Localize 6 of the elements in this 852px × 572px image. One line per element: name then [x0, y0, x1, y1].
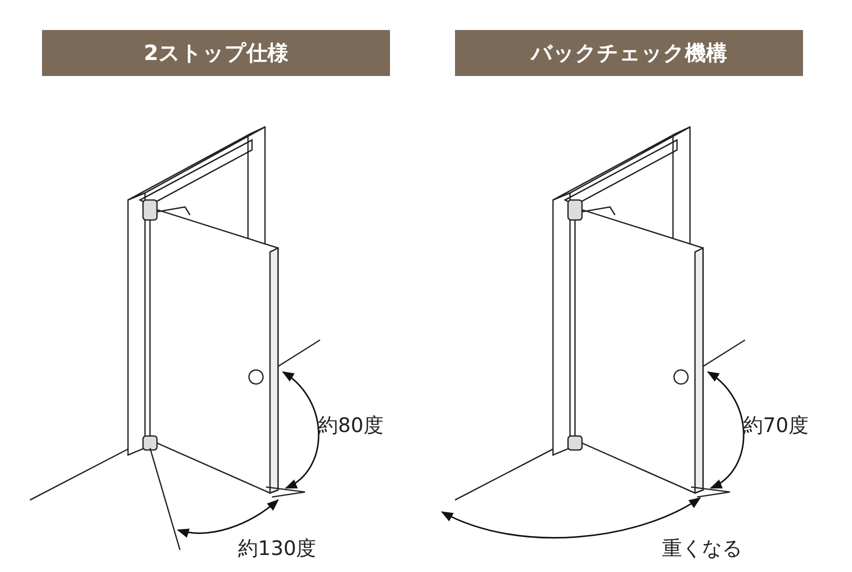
angle-label: 約70度 [743, 412, 808, 439]
angle-label: 重くなる [662, 535, 742, 562]
heading-banner: 2ストップ仕様 [42, 30, 390, 76]
angle-label: 約80度 [318, 412, 384, 439]
heading-banner: バックチェック機構 [455, 30, 803, 76]
angle-label: 約130度 [238, 535, 316, 562]
